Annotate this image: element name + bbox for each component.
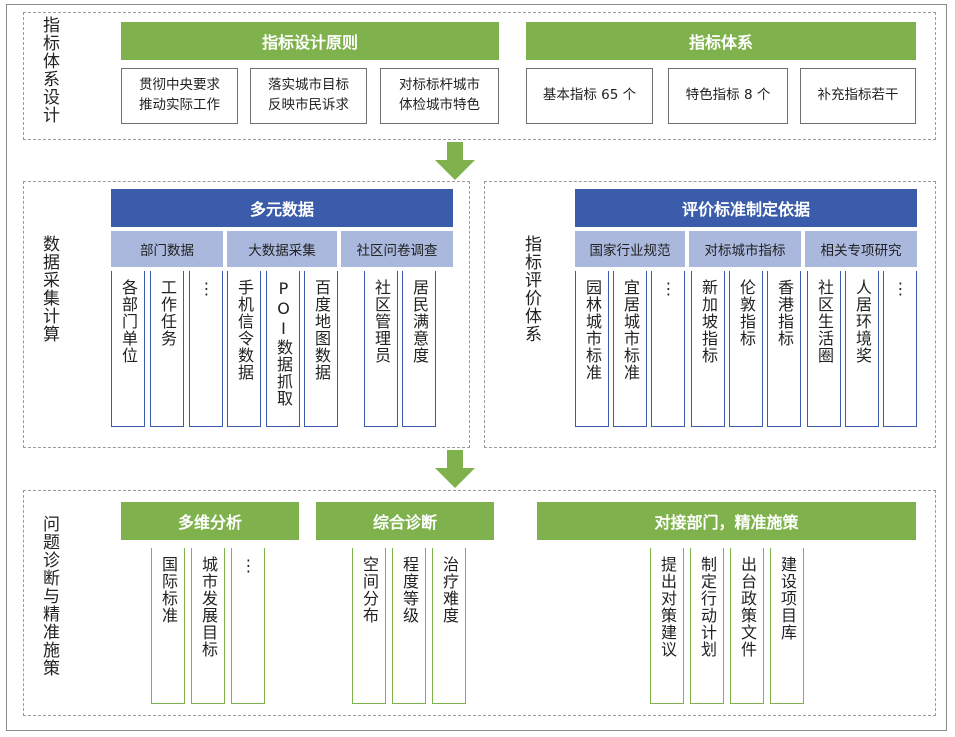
item-box: 手机信令数据	[227, 271, 261, 427]
policy-header: 对接部门，精准施策	[537, 502, 916, 540]
item-box: 出台政策文件	[730, 548, 764, 704]
group-survey: 社区问卷调查	[341, 231, 453, 267]
item-text: POI数据抓取	[274, 279, 293, 407]
section-index-design	[23, 12, 936, 140]
item-text: 香港指标	[775, 279, 794, 347]
system-box-supplement: 补充指标若干	[800, 68, 916, 124]
item-box: 空间分布	[352, 548, 386, 704]
item-box: ⋮	[231, 548, 265, 704]
group-benchmark: 对标城市指标	[689, 231, 801, 267]
item-text: 出台政策文件	[738, 556, 757, 658]
item-box: ⋮	[651, 271, 685, 427]
item-text: 各部门单位	[119, 279, 138, 364]
item-text: 程度等级	[400, 556, 419, 624]
item-box: 宜居城市标准	[613, 271, 647, 427]
item-box: 人居环境奖	[845, 271, 879, 427]
item-box: 各部门单位	[111, 271, 145, 427]
item-text: 制定行动计划	[698, 556, 717, 658]
item-box: 城市发展目标	[191, 548, 225, 704]
group-big-data: 大数据采集	[227, 231, 337, 267]
item-box: 香港指标	[767, 271, 801, 427]
item-box: 治疗难度	[432, 548, 466, 704]
group-research: 相关专项研究	[805, 231, 917, 267]
item-text: 居民满意度	[410, 279, 429, 364]
item-box: 居民满意度	[402, 271, 436, 427]
item-text: 建设项目库	[778, 556, 797, 641]
ellipsis-text: ⋮	[891, 279, 910, 299]
item-text: 宜居城市标准	[621, 279, 640, 381]
section-data-collection	[23, 181, 470, 448]
item-box: 国际标准	[151, 548, 185, 704]
principle-box-3: 对标标杆城市 体检城市特色	[380, 68, 499, 124]
down-arrow-icon	[435, 142, 475, 180]
item-box: 新加坡指标	[691, 271, 725, 427]
group-dept-data: 部门数据	[111, 231, 223, 267]
item-box: ⋮	[883, 271, 917, 427]
item-text: 伦敦指标	[737, 279, 756, 347]
item-text: 社区管理员	[372, 279, 391, 364]
evaluation-header: 评价标准制定依据	[575, 189, 917, 227]
principles-header: 指标设计原则	[121, 22, 499, 60]
principle-box-1: 贯彻中央要求 推动实际工作	[121, 68, 238, 124]
item-text: 人居环境奖	[853, 279, 872, 364]
section-diagnosis	[23, 490, 936, 716]
item-text: 园林城市标准	[583, 279, 602, 381]
item-text: 百度地图数据	[312, 279, 331, 381]
principle-box-2: 落实城市目标 反映市民诉求	[250, 68, 367, 124]
section-diagnosis-title: 问题诊断与精准施策	[39, 515, 59, 677]
item-text: 国际标准	[159, 556, 178, 624]
item-box: 园林城市标准	[575, 271, 609, 427]
item-box: POI数据抓取	[266, 271, 300, 427]
group-national-norms: 国家行业规范	[575, 231, 685, 267]
item-text: 城市发展目标	[199, 556, 218, 658]
down-arrow-icon	[435, 450, 475, 488]
item-box: 百度地图数据	[304, 271, 338, 427]
ellipsis-text: ⋮	[239, 556, 258, 576]
item-box: 社区生活圈	[807, 271, 841, 427]
item-text: 空间分布	[360, 556, 379, 624]
section-data-collection-title: 数据采集计算	[39, 235, 59, 343]
multi-analysis-header: 多维分析	[121, 502, 299, 540]
item-box: 社区管理员	[364, 271, 398, 427]
ellipsis-text: ⋮	[659, 279, 678, 299]
outer-frame	[6, 4, 947, 731]
ellipsis-text: ⋮	[197, 279, 216, 299]
item-box: ⋮	[189, 271, 223, 427]
system-box-special: 特色指标 8 个	[668, 68, 788, 124]
section-index-design-title: 指标体系设计	[39, 16, 59, 124]
system-box-basic: 基本指标 65 个	[526, 68, 653, 124]
item-box: 制定行动计划	[690, 548, 724, 704]
item-text: 社区生活圈	[815, 279, 834, 364]
item-box: 提出对策建议	[650, 548, 684, 704]
item-box: 工作任务	[150, 271, 184, 427]
item-box: 程度等级	[392, 548, 426, 704]
section-evaluation	[484, 181, 936, 448]
item-text: 新加坡指标	[699, 279, 718, 364]
multi-data-header: 多元数据	[111, 189, 453, 227]
item-box: 建设项目库	[770, 548, 804, 704]
item-text: 提出对策建议	[658, 556, 677, 658]
item-text: 手机信令数据	[235, 279, 254, 381]
section-evaluation-title: 指标评价体系	[521, 235, 541, 343]
diagnosis-header: 综合诊断	[316, 502, 494, 540]
item-text: 工作任务	[158, 279, 177, 347]
item-text: 治疗难度	[440, 556, 459, 624]
system-header: 指标体系	[526, 22, 916, 60]
item-box: 伦敦指标	[729, 271, 763, 427]
